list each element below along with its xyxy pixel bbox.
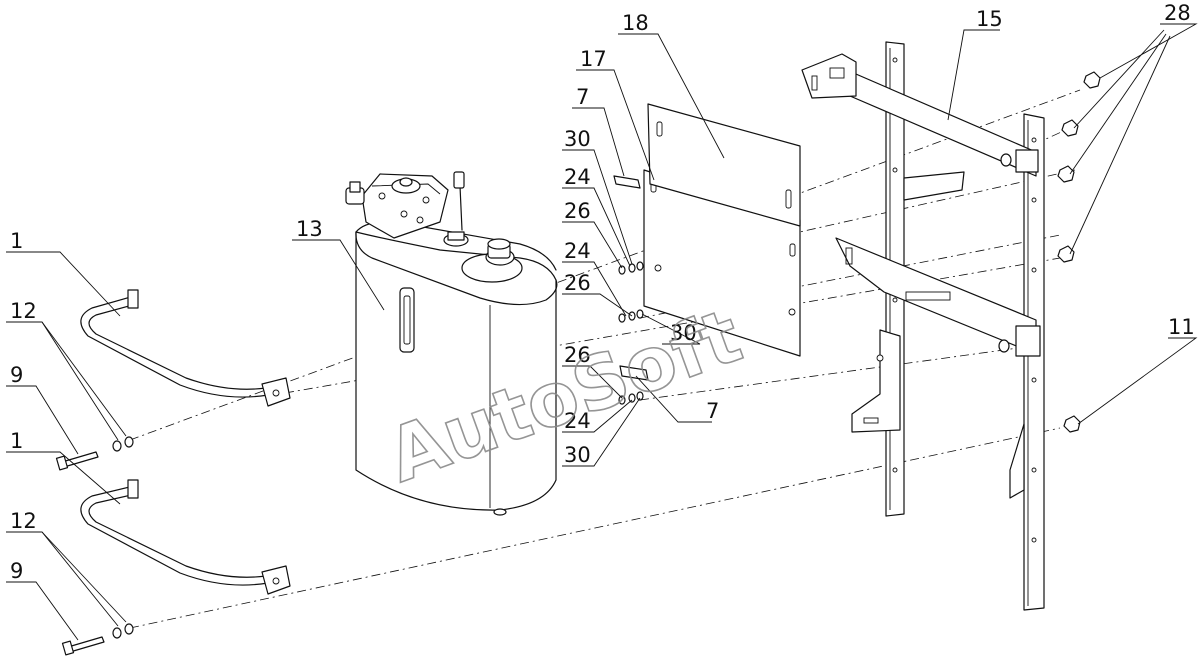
- clamp-band-top: [80, 289, 291, 407]
- plate-18: [647, 103, 801, 227]
- fuel-tank: [345, 171, 558, 516]
- callout-17: 17: [580, 47, 607, 71]
- nuts-28: [1057, 71, 1101, 263]
- callout-26-b: 26: [564, 271, 591, 295]
- callout-9-bottom: 9: [10, 559, 23, 583]
- callout-24-a: 24: [564, 165, 591, 189]
- callout-9-top: 9: [10, 363, 23, 387]
- callout-7-top: 7: [576, 85, 589, 109]
- callout-15: 15: [976, 7, 1003, 31]
- callout-18: 18: [622, 11, 649, 35]
- bolt-and-washers-bottom: [61, 623, 134, 656]
- callout-30-c: 30: [564, 443, 591, 467]
- callout-24-b: 24: [564, 239, 591, 263]
- clamp-band-bottom: [80, 479, 291, 595]
- callout-26-a: 26: [564, 199, 591, 223]
- callout-11: 11: [1168, 315, 1195, 339]
- callout-28: 28: [1164, 1, 1191, 25]
- callout-12-bottom: 12: [10, 509, 37, 533]
- callout-labels: 1 12 9 1 12 9 13 18 17 7 30 24 26 24 26 …: [10, 1, 1195, 583]
- callout-26-c: 26: [564, 343, 591, 367]
- callout-13: 13: [296, 217, 323, 241]
- callout-1-top: 1: [10, 229, 23, 253]
- bracket-frame: [801, 41, 1045, 611]
- small-fasteners: [618, 261, 644, 405]
- bolt-and-washers-top: [55, 436, 134, 471]
- plate-17: [643, 169, 801, 357]
- callout-30-b: 30: [670, 321, 697, 345]
- nut-11: [1063, 415, 1081, 433]
- plate-7-lower: [619, 365, 649, 381]
- callout-30-a: 30: [564, 127, 591, 151]
- callout-12-top: 12: [10, 299, 37, 323]
- callout-7-bottom: 7: [706, 399, 719, 423]
- callout-24-c: 24: [564, 409, 591, 433]
- callout-1-bottom: 1: [10, 429, 23, 453]
- leader-lines: [6, 23, 1198, 641]
- plate-7-upper: [613, 175, 641, 189]
